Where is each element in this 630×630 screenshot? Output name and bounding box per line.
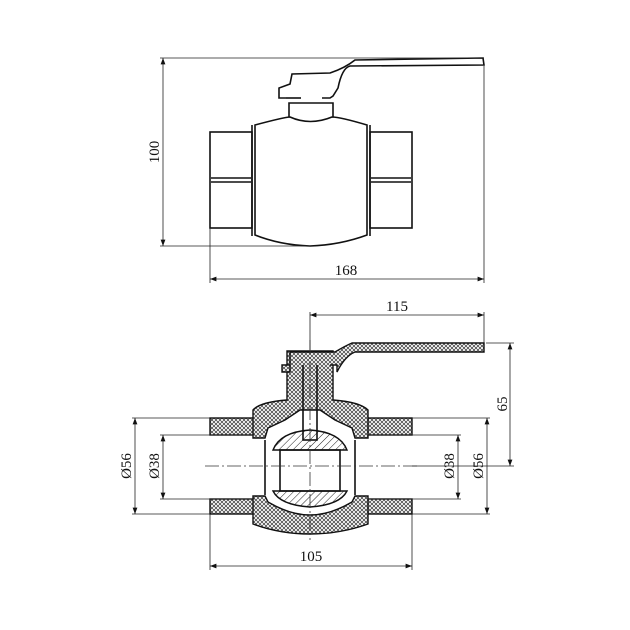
- section-view: 115 65 Ø56 Ø38 Ø38 Ø56 105: [119, 299, 514, 570]
- handle-length-dimension: 115: [386, 299, 408, 315]
- valve-body: [254, 116, 368, 247]
- left-socket: [209, 131, 253, 229]
- length-dimension: 168: [335, 263, 358, 279]
- stem-neck: [288, 102, 334, 117]
- handle-section: [281, 342, 485, 373]
- top-view: 100 168: [147, 57, 485, 283]
- handle: [278, 57, 485, 99]
- height-dimension: 100: [147, 141, 163, 164]
- body-section-bottom: [252, 495, 369, 535]
- body-length-dimension: 105: [300, 549, 323, 565]
- left-inner-diameter: Ø38: [147, 453, 163, 479]
- right-socket: [369, 131, 413, 229]
- handle-height-dimension: 65: [495, 397, 511, 412]
- body-section-top: [252, 350, 369, 439]
- right-outer-diameter: Ø56: [471, 453, 487, 479]
- right-inner-diameter: Ø38: [442, 453, 458, 479]
- left-outer-diameter: Ø56: [119, 453, 135, 479]
